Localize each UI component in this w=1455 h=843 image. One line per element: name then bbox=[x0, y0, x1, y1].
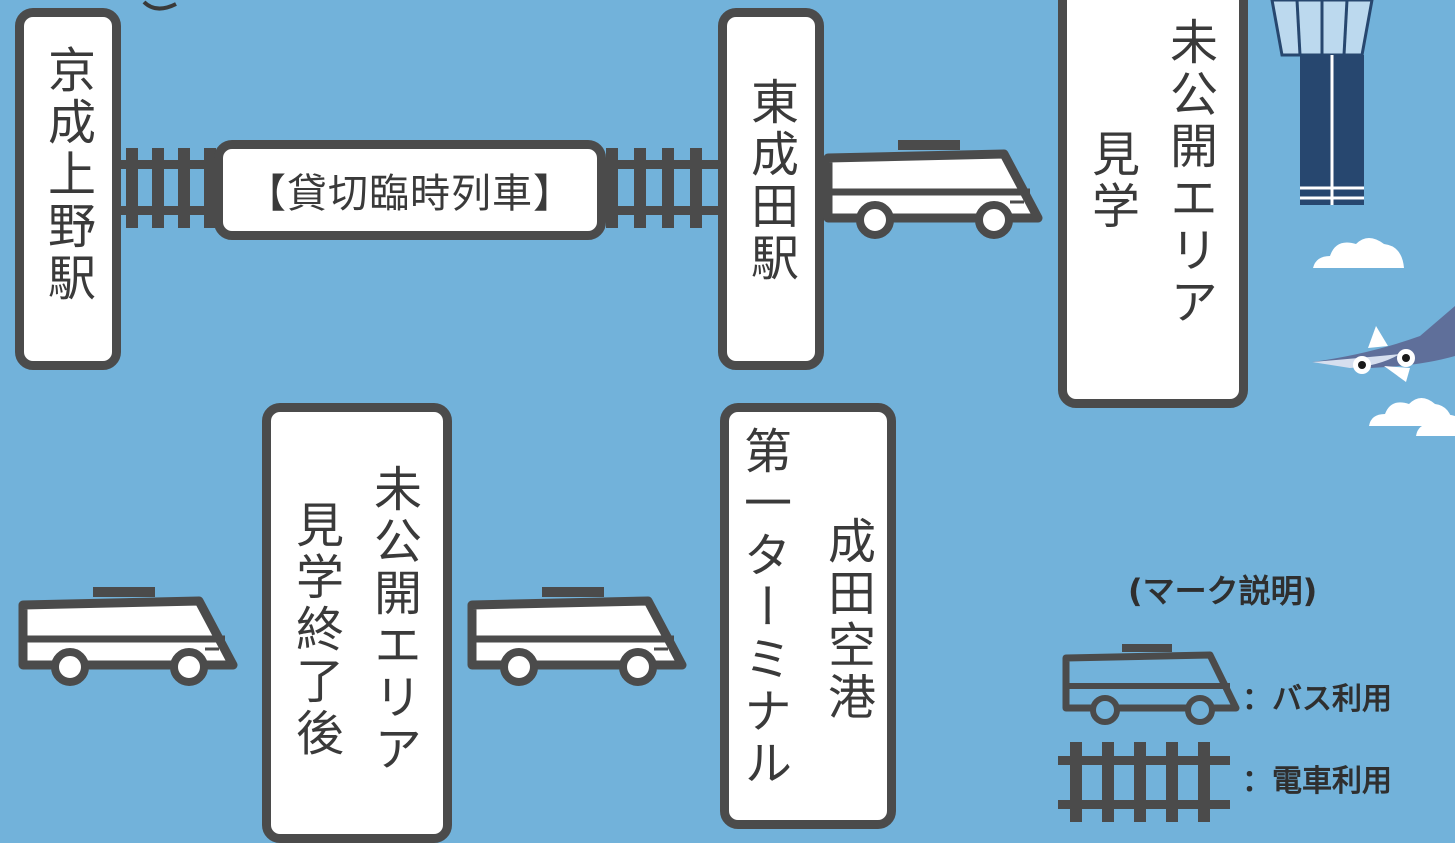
after-tour-label: 見学終了後 bbox=[287, 500, 343, 760]
restricted-area-label-2: 未公開エリア bbox=[365, 464, 421, 776]
station-keisei-ueno: 京成上野駅 bbox=[15, 8, 121, 370]
airplane-illustration bbox=[1312, 306, 1455, 382]
station-keisei-ueno-label: 京成上野駅 bbox=[39, 45, 95, 305]
bus-icon bbox=[467, 587, 687, 686]
station-higashi-narita: 東成田駅 bbox=[718, 8, 824, 370]
station-higashi-narita-label: 東成田駅 bbox=[742, 77, 798, 285]
terminal-1-label: 第一ターミナル bbox=[735, 426, 791, 790]
legend-title: (マーク説明) bbox=[1128, 572, 1318, 610]
bus-icon bbox=[823, 140, 1043, 239]
tour-label: 見学 bbox=[1083, 129, 1139, 233]
train-track-right bbox=[600, 148, 722, 228]
cloud-icon bbox=[1416, 414, 1455, 436]
cutoff-mark bbox=[142, 0, 177, 11]
bus-icon bbox=[18, 587, 238, 686]
bus-icon bbox=[1062, 644, 1240, 725]
restricted-area-label: 未公開エリア bbox=[1161, 17, 1217, 329]
box-restricted-area-tour: 未公開エリア 見学 bbox=[1058, 0, 1248, 408]
chartered-train-label: 【貸切臨時列車】 bbox=[214, 140, 606, 240]
box-narita-terminal-1: 第一ターミナル 成田空港 bbox=[720, 403, 896, 829]
narita-airport-label: 成田空港 bbox=[819, 516, 875, 724]
train-track-left bbox=[118, 148, 218, 228]
cloud-icon bbox=[1369, 398, 1453, 426]
box-after-tour: 未公開エリア 見学終了後 bbox=[262, 403, 452, 843]
cloud-icon bbox=[1313, 238, 1404, 268]
legend-train-text: ：電車利用 bbox=[1242, 764, 1392, 799]
chartered-train-text: 【貸切臨時列車】 bbox=[246, 171, 574, 217]
control-tower-illustration bbox=[1270, 0, 1374, 205]
train-track-icon bbox=[1058, 742, 1230, 822]
legend-bus-text: ：バス利用 bbox=[1242, 682, 1392, 717]
